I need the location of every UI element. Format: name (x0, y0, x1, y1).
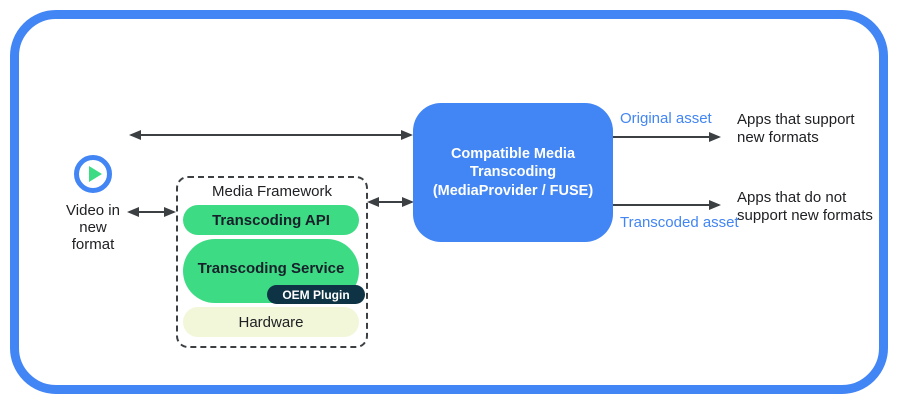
arrow-apps-to-transcoder (131, 134, 411, 136)
transcoder-label-line1: Compatible Media (450, 145, 576, 162)
media-framework-title: Media Framework (211, 183, 333, 200)
arrow-video-to-framework (129, 211, 174, 213)
video-input-label-line3: format (71, 236, 115, 253)
transcoder-label-line2: Transcoding (469, 164, 557, 181)
video-input-label: Video in new format (43, 202, 143, 253)
apps-support-label: Apps that support new formats (737, 111, 855, 147)
arrow-transcoded-asset (613, 204, 719, 206)
apps-support-line2: new formats (737, 129, 819, 146)
hardware-label: Hardware (238, 313, 304, 331)
apps-no-support-label: Apps that do not support new formats (737, 189, 873, 225)
oem-plugin-pill: OEM Plugin (267, 285, 365, 304)
transcoding-api-label: Transcoding API (212, 211, 330, 229)
apps-no-support-line1: Apps that do not (737, 189, 847, 206)
original-asset-label: Original asset (620, 110, 712, 127)
video-input-label-line2: new (79, 219, 107, 236)
arrow-original-asset (613, 136, 719, 138)
apps-no-support-line2: support new formats (737, 207, 873, 224)
transcoding-api-pill: Transcoding API (183, 205, 359, 235)
arrow-framework-to-transcoder (369, 201, 412, 203)
hardware-pill: Hardware (183, 307, 359, 337)
transcoder-label-line3: (MediaProvider / FUSE) (432, 182, 594, 199)
play-triangle-icon (88, 166, 102, 182)
diagram-border (10, 10, 888, 394)
apps-support-line1: Apps that support (737, 111, 855, 128)
media-framework-box: Media Framework Transcoding API Transcod… (176, 176, 368, 348)
transcoding-service-label: Transcoding Service (197, 259, 345, 277)
compatible-media-transcoding-box: Compatible Media Transcoding (MediaProvi… (413, 103, 613, 242)
video-input-label-line1: Video in (66, 202, 120, 219)
oem-plugin-label: OEM Plugin (282, 287, 350, 302)
play-icon (74, 155, 112, 193)
transcoded-asset-label: Transcoded asset (620, 214, 739, 231)
